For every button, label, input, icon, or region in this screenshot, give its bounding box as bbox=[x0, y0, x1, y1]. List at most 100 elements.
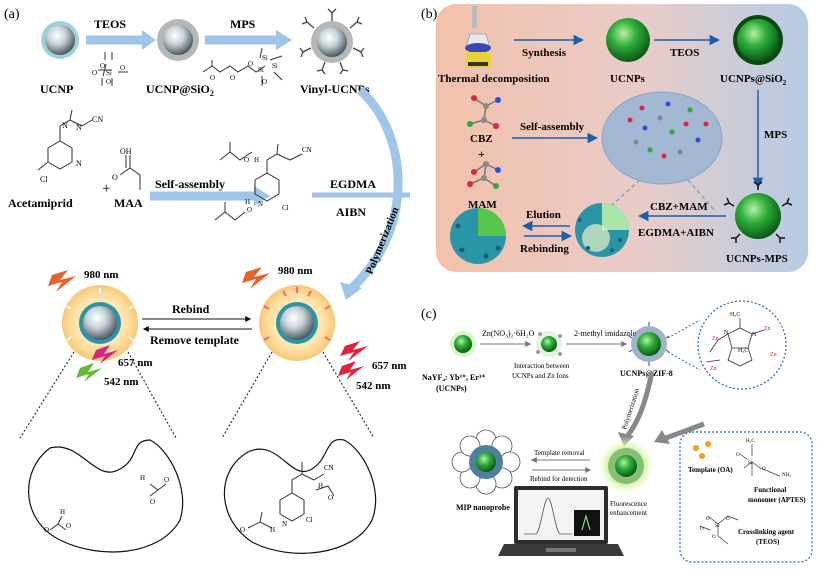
self-assembly-complex-atoms bbox=[627, 101, 709, 159]
svg-text:O: O bbox=[100, 62, 105, 70]
crosslinking-agent-label-1: Crosslinking agent bbox=[738, 528, 795, 536]
template-removal-label: Template removal bbox=[534, 449, 585, 457]
thermal-decomposition-label: Thermal decomposition bbox=[438, 73, 550, 85]
svg-text:O: O bbox=[112, 173, 118, 182]
ucnp-core bbox=[45, 25, 75, 55]
ucnp-label: UCNP bbox=[40, 82, 73, 96]
nm980-right-label: 980 nm bbox=[278, 265, 313, 277]
ucnps-sio2-label: UCNPs@SiO2 bbox=[720, 73, 787, 87]
self-assembly-label: Self-assembly bbox=[155, 177, 225, 191]
nm542-left-label: 542 nm bbox=[104, 376, 139, 388]
svg-text:O: O bbox=[120, 64, 125, 72]
panel-b-plus: + bbox=[478, 147, 485, 161]
nm657-left-label: 657 nm bbox=[118, 357, 153, 369]
zif8-structure bbox=[705, 318, 765, 367]
teos-crosslinker-atoms: Si O O O O bbox=[700, 517, 730, 540]
maa-structure bbox=[119, 155, 141, 190]
aibn-label: AIBN bbox=[336, 205, 366, 219]
svg-text:Zn: Zn bbox=[770, 352, 777, 358]
svg-text:O: O bbox=[66, 522, 71, 530]
aptes-atoms: H₃C Si O O NH₂ bbox=[736, 439, 791, 478]
svg-text:N: N bbox=[258, 200, 263, 208]
teos-crosslinker-structure bbox=[699, 515, 739, 545]
svg-text:H₃C: H₃C bbox=[730, 312, 740, 318]
template-oa-icon bbox=[693, 441, 711, 459]
ucnps-label: UCNPs bbox=[610, 73, 646, 85]
mip-nanoprobe bbox=[451, 429, 521, 495]
svg-text:Cl: Cl bbox=[282, 204, 289, 212]
svg-text:N: N bbox=[62, 121, 68, 130]
interaction-label-1: Interaction between bbox=[514, 362, 570, 370]
crosslinking-agent-label-2: (TEOS) bbox=[756, 538, 780, 546]
panel-a: (a) TEOS MPS UCNP UCNP@SiO2 Vi bbox=[4, 7, 410, 554]
ucnps-mps-sphere bbox=[723, 181, 793, 243]
laser-left bbox=[48, 270, 76, 292]
vinyl-ucnps-label: Vinyl-UCNPs bbox=[300, 82, 370, 96]
nm980-left-label: 980 nm bbox=[84, 269, 119, 281]
fluorescence-sphere bbox=[596, 436, 656, 496]
template-oa-label: Template (OA) bbox=[688, 466, 733, 474]
svg-text:O: O bbox=[106, 78, 111, 86]
laser-right bbox=[242, 267, 270, 289]
reagents-arrow bbox=[665, 421, 705, 441]
svg-text:O: O bbox=[712, 535, 716, 540]
remove-template-label: Remove template bbox=[150, 333, 240, 347]
rebinding-label: Rebinding bbox=[520, 243, 569, 255]
maa-label: MAA bbox=[114, 196, 143, 210]
emission-left bbox=[76, 345, 118, 382]
fluorescence-label-2: enhancement bbox=[610, 509, 647, 517]
acetamiprid-atoms: CN N N Cl N bbox=[40, 115, 103, 184]
svg-text:H: H bbox=[270, 526, 275, 534]
ucnps-sio2-core bbox=[737, 19, 779, 61]
svg-text:Zn: Zn bbox=[764, 326, 771, 332]
functional-monomer-label-1: Functional bbox=[754, 486, 786, 494]
mam-label: MAM bbox=[468, 199, 497, 211]
cbz-label: CBZ bbox=[470, 133, 493, 145]
acetamiprid-label: Acetamiprid bbox=[8, 196, 73, 210]
svg-text:O: O bbox=[240, 526, 245, 534]
synthesis-label: Synthesis bbox=[522, 47, 567, 59]
ucnps-zif8-label: UCNPs@ZIF-8 bbox=[620, 369, 673, 378]
panel-b-tag: (b) bbox=[421, 7, 438, 22]
svg-text:O: O bbox=[736, 453, 740, 458]
cbz-mam-label: CBZ+MAM bbox=[650, 201, 708, 213]
acetamiprid-structure bbox=[37, 109, 93, 171]
egdma-aibn-label: EGDMA+AIBN bbox=[638, 227, 714, 239]
aptes-structure bbox=[739, 444, 781, 477]
panel-c-polymerization-label: Polymerization bbox=[620, 387, 641, 431]
svg-text:Si: Si bbox=[258, 66, 264, 74]
svg-text:O: O bbox=[164, 476, 169, 484]
svg-text:H₃C: H₃C bbox=[746, 439, 755, 444]
svg-text:NH₂: NH₂ bbox=[782, 473, 791, 478]
polymerization-label: Polymerization bbox=[364, 205, 402, 276]
functional-monomer-label-2: monomer (APTES) bbox=[748, 496, 806, 504]
methyl-imidazole-label: 2-methyl imidazole bbox=[574, 329, 637, 338]
zif8-zoom-lines bbox=[667, 319, 701, 371]
svg-text:O: O bbox=[248, 60, 253, 68]
egdma-label: EGDMA bbox=[330, 177, 376, 191]
svg-text:H: H bbox=[254, 156, 259, 164]
svg-text:N: N bbox=[76, 159, 82, 168]
svg-text:O: O bbox=[762, 467, 766, 472]
cavity-right-atoms: CN Cl N H H O O bbox=[240, 464, 334, 534]
cavity-left-groups bbox=[49, 483, 167, 531]
cavity-right-molecule bbox=[247, 462, 335, 529]
polymerization-curve-arrow bbox=[346, 86, 403, 294]
mip-nanoprobe-label: MIP nanoprobe bbox=[456, 503, 510, 512]
interaction-label-2: UCNPs and Zn Ions bbox=[512, 372, 569, 380]
ucnp-sio2-core bbox=[163, 25, 193, 55]
zoom-lines bbox=[19, 351, 375, 439]
svg-text:H: H bbox=[245, 198, 250, 206]
svg-text:O: O bbox=[244, 156, 249, 164]
svg-text:N: N bbox=[724, 330, 729, 336]
nm657-right-label: 657 nm bbox=[372, 360, 407, 372]
svg-text:Zn: Zn bbox=[710, 366, 717, 372]
elution-label: Elution bbox=[526, 209, 561, 221]
vinyl-ucnp bbox=[299, 8, 365, 75]
svg-text:O: O bbox=[328, 494, 333, 502]
svg-text:CN: CN bbox=[92, 115, 103, 124]
teos-arrowhead bbox=[142, 30, 156, 50]
svg-text:N: N bbox=[76, 123, 82, 132]
panel-c-tag: (c) bbox=[421, 307, 437, 322]
